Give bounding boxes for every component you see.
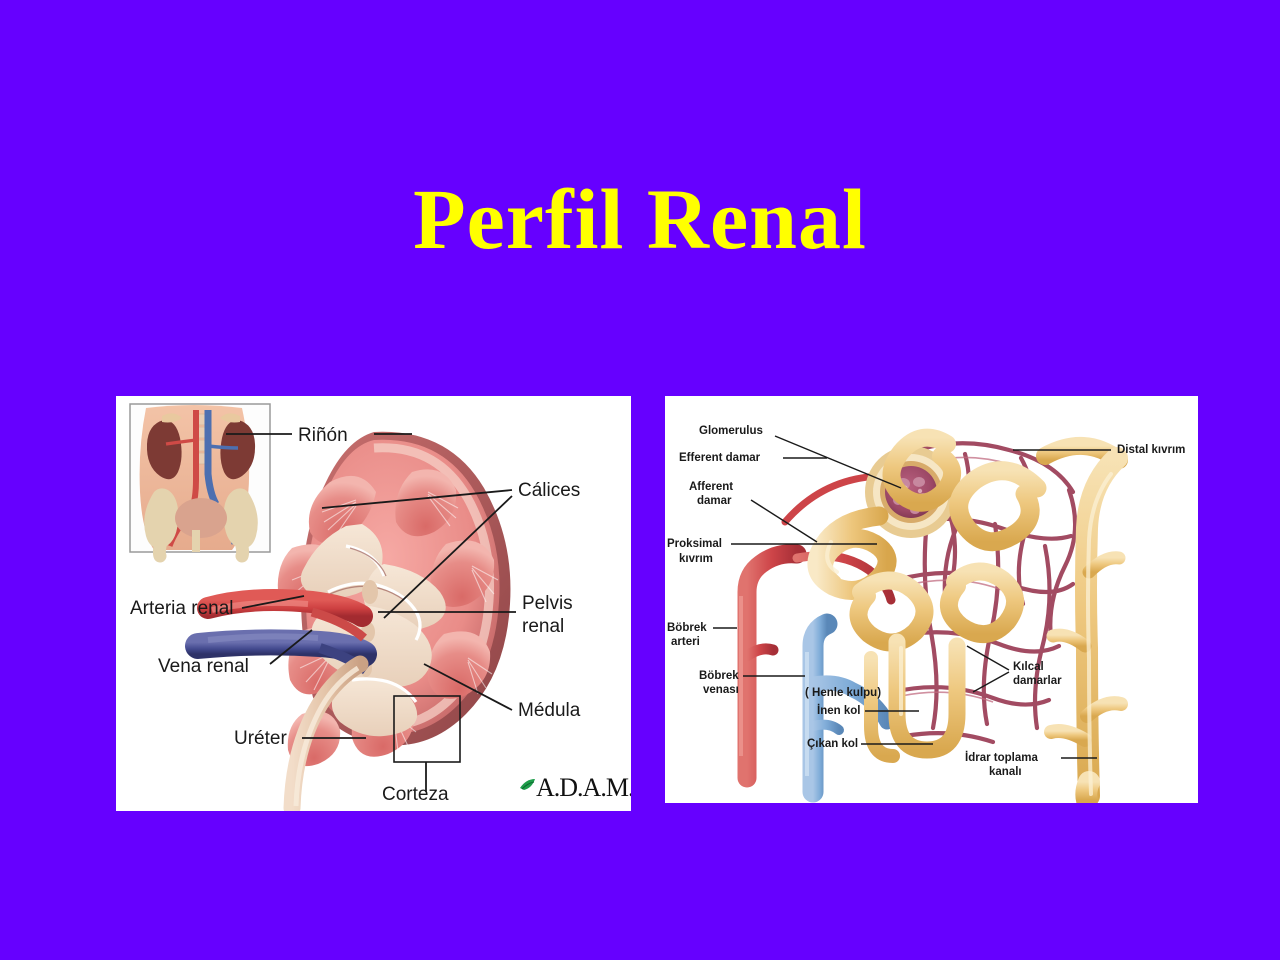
label-pelvis-renal-line1: Pelvis xyxy=(522,593,573,614)
label-calices: Cálices xyxy=(518,480,580,501)
label-afferent-damar-line1: Afferent xyxy=(689,481,733,493)
label-bobrek-venasi-line2: venası xyxy=(703,684,739,696)
renal-artery xyxy=(737,544,807,788)
label-efferent-damar: Efferent damar xyxy=(679,452,761,464)
label-idrar-toplama-line1: İdrar toplama xyxy=(965,751,1038,764)
peritubular-capillaries xyxy=(888,441,1078,745)
corteza-callout-box xyxy=(393,695,461,763)
label-inen-kol: İnen kol xyxy=(817,704,860,717)
label-distal-kivrim: Distal kıvrım xyxy=(1117,444,1185,456)
kidney-anatomy-figure: Riñón Cálices Arteria renal Vena renal P… xyxy=(116,396,631,811)
label-idrar-toplama-line2: kanalı xyxy=(989,766,1022,778)
loop-of-henle xyxy=(888,633,966,759)
nephron-figure: Glomerulus Efferent damar Afferent damar… xyxy=(665,396,1198,803)
label-bobrek-arteri-line2: arteri xyxy=(671,636,700,648)
adam-credit-text: A.D.A.M. xyxy=(536,773,631,802)
label-arteria-renal: Arteria renal xyxy=(130,598,234,619)
distal-tubule xyxy=(949,461,1047,552)
label-kilcal-damarlar-line2: damarlar xyxy=(1013,675,1062,687)
nephron-labels: Glomerulus Efferent damar Afferent damar… xyxy=(667,425,1185,778)
renal-vein-vessel xyxy=(185,629,377,667)
label-bobrek-venasi-line1: Böbrek xyxy=(699,670,739,682)
label-vena-renal: Vena renal xyxy=(158,656,249,677)
label-proksimal-kivrim-line1: Proksimal xyxy=(667,538,722,550)
label-glomerulus: Glomerulus xyxy=(699,425,763,437)
nephron-vasculature xyxy=(737,441,1078,803)
kidney-cross-section xyxy=(185,431,511,811)
label-cikan-kol: Çıkan kol xyxy=(807,738,858,750)
renal-vein xyxy=(802,613,838,803)
label-medula: Médula xyxy=(518,700,581,721)
label-rinon: Riñón xyxy=(298,425,348,446)
adam-logo: A.D.A.M. xyxy=(520,773,631,802)
label-bobrek-arteri-line1: Böbrek xyxy=(667,622,707,634)
label-proksimal-kivrim-line2: kıvrım xyxy=(679,553,713,565)
kidney-labels: Riñón Cálices Arteria renal Vena renal P… xyxy=(130,425,581,805)
torso-inset-illustration xyxy=(129,403,271,563)
page-title: Perfil Renal xyxy=(413,171,867,267)
label-corteza: Corteza xyxy=(382,784,449,805)
label-afferent-damar-line2: damar xyxy=(697,495,732,507)
label-henle-kulpu: ( Henle kulpu) xyxy=(805,687,881,699)
nephron-tubules xyxy=(807,428,1128,803)
label-ureter: Uréter xyxy=(234,728,287,749)
label-pelvis-renal-line2: renal xyxy=(522,616,564,637)
label-kilcal-damarlar-line1: Kılcal xyxy=(1013,661,1044,673)
